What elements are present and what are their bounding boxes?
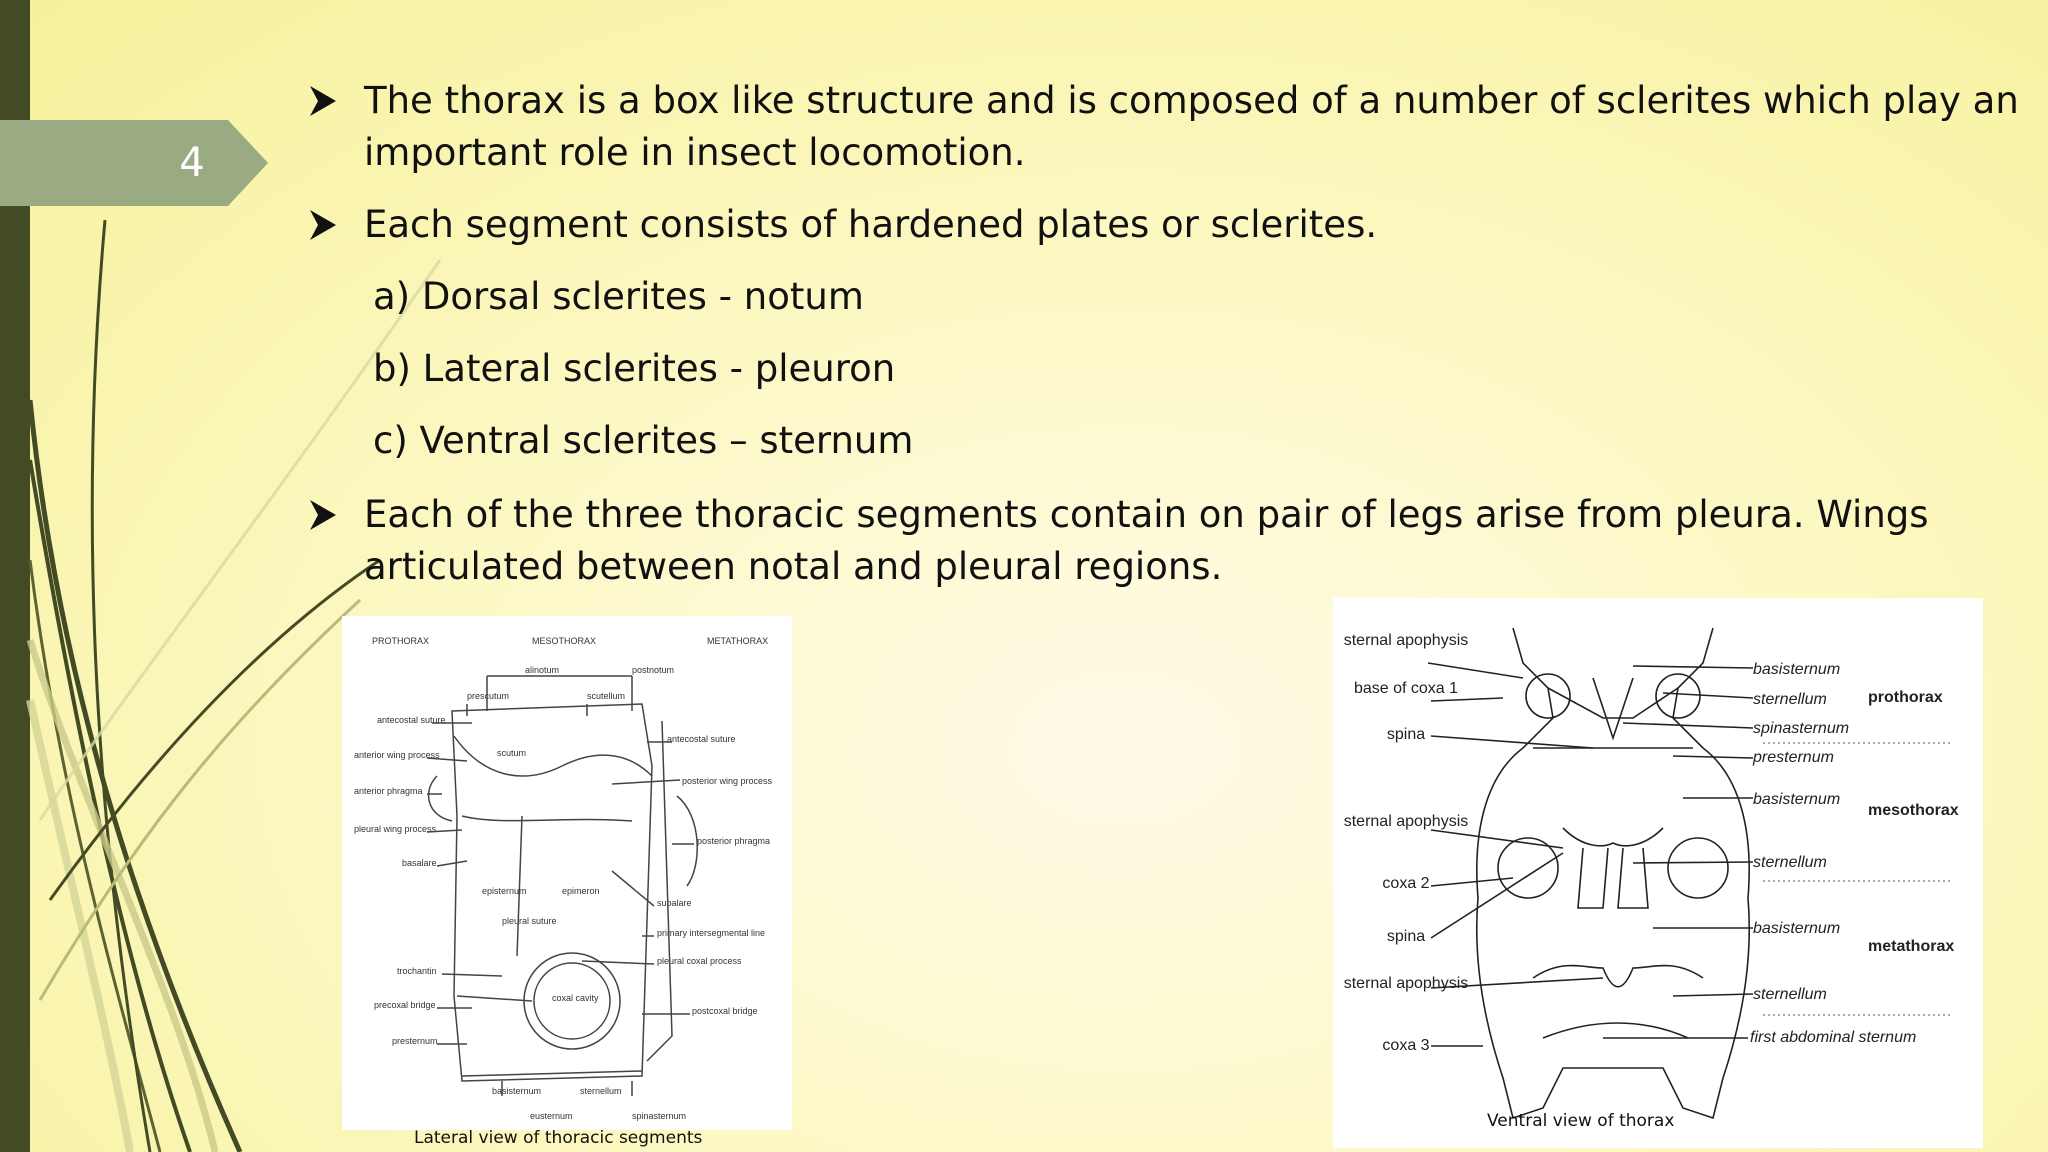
lateral-segment-label: MESOTHORAX <box>532 636 596 646</box>
lateral-label: basalare <box>402 858 437 868</box>
arrow-bullet-icon <box>310 500 336 530</box>
ventral-label: spina <box>1387 928 1425 945</box>
lateral-segment-label: METATHORAX <box>707 636 768 646</box>
ventral-thorax-drawing <box>1427 627 1754 1120</box>
lateral-label: postnotum <box>632 665 674 675</box>
ventral-label: sternellum <box>1753 854 1827 871</box>
lateral-label: pleural wing process <box>354 824 437 834</box>
ventral-label: basisternum <box>1753 920 1840 937</box>
ventral-label: sternal apophysis <box>1344 813 1469 830</box>
lateral-label: scutellum <box>587 691 625 701</box>
lateral-label: eusternum <box>530 1111 573 1121</box>
lateral-label: precoxal bridge <box>374 1000 436 1010</box>
lateral-label: episternum <box>482 886 527 896</box>
ventral-label: basisternum <box>1753 791 1840 808</box>
ventral-thorax-figure: sternal apophysis base of coxa 1 spina s… <box>1333 598 1983 1148</box>
ventral-region-label: prothorax <box>1868 689 1943 706</box>
lateral-figure-caption: Lateral view of thoracic segments <box>414 1128 703 1148</box>
ventral-label: coxa 2 <box>1382 875 1429 892</box>
subitem-dorsal: a) Dorsal sclerites - notum <box>373 275 864 318</box>
bullet-2-line-1: Each segment consists of hardened plates… <box>364 203 1378 246</box>
lateral-label: pleural coxal process <box>657 956 742 966</box>
lateral-label: antecostal suture <box>667 734 736 744</box>
ventral-label: sternal apophysis <box>1344 632 1469 649</box>
ventral-label: sternellum <box>1753 986 1827 1003</box>
ventral-label: sternellum <box>1753 691 1827 708</box>
lateral-label: sternellum <box>580 1086 622 1096</box>
ventral-label: basisternum <box>1753 661 1840 678</box>
lateral-label: postcoxal bridge <box>692 1006 758 1016</box>
ventral-label: coxa 3 <box>1382 1037 1429 1054</box>
ventral-region-label: mesothorax <box>1868 802 1959 819</box>
lateral-label: spinasternum <box>632 1111 686 1121</box>
lateral-label: anterior wing process <box>354 750 440 760</box>
subitem-ventral: c) Ventral sclerites – sternum <box>373 419 914 462</box>
bullet-3-line-1: Each of the three thoracic segments cont… <box>364 493 1929 536</box>
ventral-label: first abdominal sternum <box>1750 1029 1916 1046</box>
lateral-label: posterior wing process <box>682 776 773 786</box>
lateral-label: prescutum <box>467 691 509 701</box>
lateral-label: scutum <box>497 748 526 758</box>
bullet-3-line-2: articulated between notal and pleural re… <box>364 545 1223 588</box>
lateral-label: coxal cavity <box>552 993 599 1003</box>
ventral-label: spina <box>1387 726 1425 743</box>
bullet-1-line-1: The thorax is a box like structure and i… <box>364 79 2019 122</box>
ventral-label: presternum <box>1752 749 1834 766</box>
arrow-bullet-icon <box>310 210 336 240</box>
lateral-label: epimeron <box>562 886 600 896</box>
lateral-label: presternum <box>392 1036 438 1046</box>
lateral-label: posterior phragma <box>697 836 770 846</box>
ventral-label: base of coxa 1 <box>1354 680 1458 697</box>
lateral-label: pleural suture <box>502 916 557 926</box>
ventral-label: sternal apophysis <box>1344 975 1469 992</box>
subitem-lateral: b) Lateral sclerites - pleuron <box>373 347 896 390</box>
arrow-bullet-icon <box>310 86 336 116</box>
bullet-1-line-2: important role in insect locomotion. <box>364 131 1026 174</box>
lateral-label: trochantin <box>397 966 437 976</box>
lateral-label: antecostal suture <box>377 715 446 725</box>
lateral-label: basisternum <box>492 1086 541 1096</box>
lateral-thorax-drawing <box>426 675 698 1096</box>
lateral-label: primary intersegmental line <box>657 928 765 938</box>
slide-number: 4 <box>179 140 205 186</box>
ventral-figure-caption: Ventral view of thorax <box>1487 1111 1675 1131</box>
lateral-label: anterior phragma <box>354 786 423 796</box>
decorative-swoosh-lines <box>26 219 442 1152</box>
lateral-thorax-figure: PROTHORAX MESOTHORAX METATHORAX alinotum… <box>342 616 792 1130</box>
slide-number-tab <box>0 120 268 206</box>
ventral-label: spinasternum <box>1753 720 1849 737</box>
lateral-label: subalare <box>657 898 692 908</box>
lateral-label: alinotum <box>525 665 559 675</box>
ventral-region-label: metathorax <box>1868 938 1954 955</box>
lateral-segment-label: PROTHORAX <box>372 636 429 646</box>
